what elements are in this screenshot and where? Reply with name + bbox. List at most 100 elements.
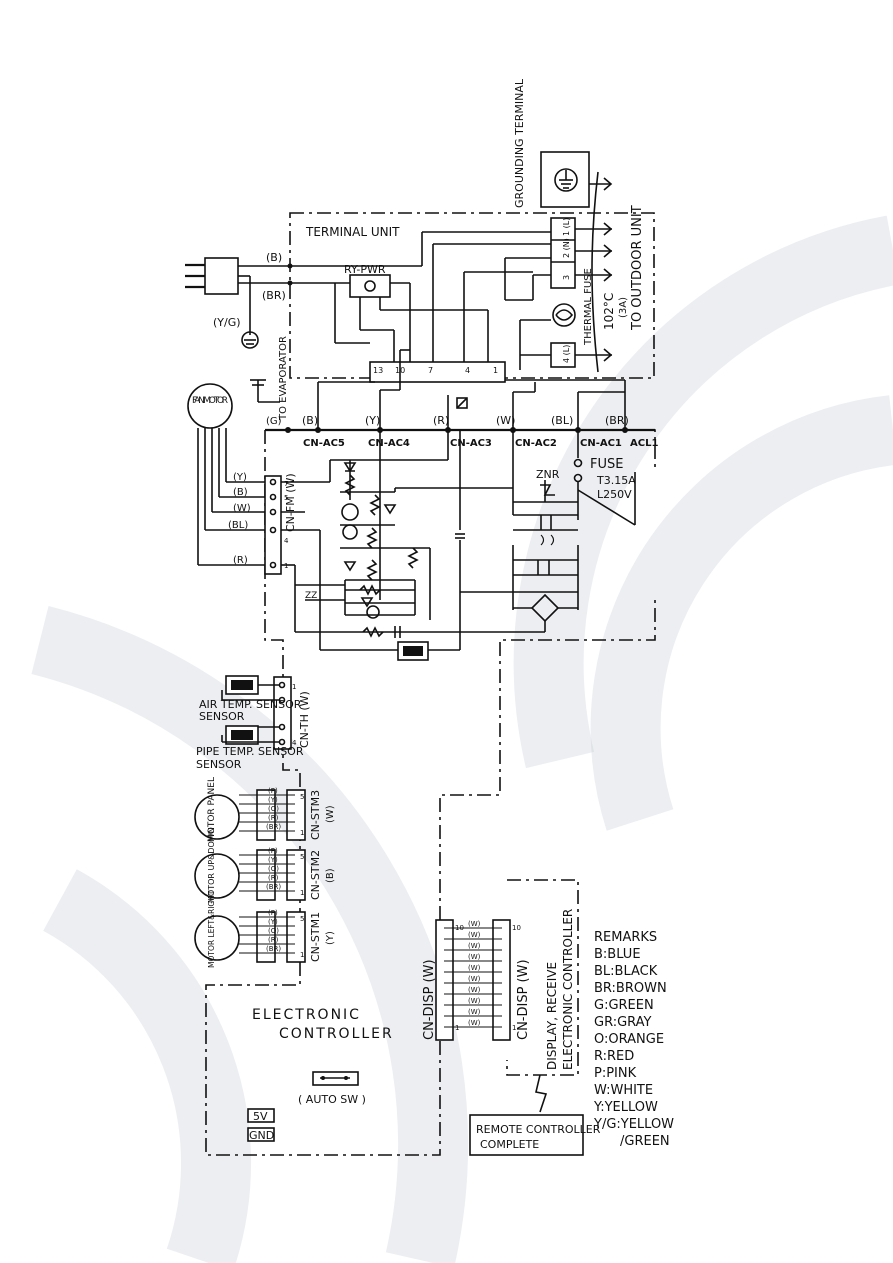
svg-text:(G): (G) [266, 416, 282, 427]
svg-text:5V: 5V [253, 1110, 268, 1123]
svg-text:CN-STM3: CN-STM3 [309, 790, 322, 840]
svg-text:1: 1 [300, 829, 304, 837]
cn-disp-connectors: CN-DISP (W) (W) (W) (W) (W) (W) (W) (W) … [422, 919, 531, 1041]
svg-text:(O): (O) [268, 805, 279, 813]
svg-text:4: 4 [292, 739, 297, 747]
evaporator-ground: TO EVAPORATOR [250, 336, 289, 421]
grounding-label: GROUNDING TERMINAL [513, 78, 526, 208]
svg-text:L250V: L250V [597, 488, 632, 501]
relay-ry-pwr: RY-PWR [290, 231, 551, 370]
svg-text:MOTOR LEFT&RIGHT: MOTOR LEFT&RIGHT [207, 890, 216, 968]
svg-text:(W): (W) [468, 1008, 481, 1016]
svg-text:CN-AC5: CN-AC5 [303, 438, 345, 449]
display-board-frame [506, 879, 579, 1076]
svg-text:SENSOR: SENSOR [199, 710, 245, 723]
svg-text:CN-TH (W): CN-TH (W) [298, 691, 311, 748]
svg-text:4: 4 [465, 366, 470, 375]
svg-text:FUSE: FUSE [590, 457, 623, 472]
svg-text:(O): (O) [268, 927, 279, 935]
svg-text:RY-PWR: RY-PWR [344, 263, 386, 276]
svg-text:TO EVAPORATOR: TO EVAPORATOR [278, 336, 289, 421]
cn-fm-connector: 7 5 4 1 CN-FM (W) [264, 460, 331, 615]
svg-text:W:WHITE: W:WHITE [594, 1083, 653, 1098]
svg-text:4: 4 [284, 537, 289, 545]
svg-text:(B): (B) [233, 487, 248, 498]
svg-text:(Y): (Y) [268, 918, 278, 926]
stepper-motor-updown: MOTOR UP&DOWN (P) (Y) (O) (R) (BR) 5 1 C… [194, 827, 336, 903]
to-outdoor-label: TO OUTDOOR UNIT [630, 205, 645, 331]
svg-text:1: 1 [300, 889, 304, 897]
ac-connector-bus: (G) (B) (Y) (R) (W) (BL) (BR) CN-AC5 CN-… [265, 349, 658, 449]
svg-text:P:PINK: P:PINK [594, 1066, 637, 1081]
svg-text:(W): (W) [468, 942, 481, 950]
svg-text:THERMAL FUSE: THERMAL FUSE [583, 268, 594, 346]
svg-text:CN-DISP (W): CN-DISP (W) [516, 959, 531, 1040]
svg-text:(W): (W) [468, 953, 481, 961]
svg-text:(BR): (BR) [605, 414, 629, 427]
svg-text:(R): (R) [268, 874, 279, 882]
svg-text:(BR): (BR) [266, 823, 281, 831]
svg-text:Y/G:YELLOW: Y/G:YELLOW [593, 1117, 674, 1132]
svg-text:(W): (W) [468, 920, 481, 928]
svg-text:(P): (P) [268, 787, 278, 795]
display-board-label-2: ELECTRONIC CONTROLLER [561, 909, 575, 1070]
display-board-label-1: DISPLAY, RECEIVE [545, 962, 559, 1070]
svg-text:REMARKS: REMARKS [594, 930, 657, 945]
svg-text:B:BLUE: B:BLUE [594, 947, 641, 962]
svg-text:(B): (B) [302, 414, 318, 427]
svg-text:CN-AC3: CN-AC3 [450, 438, 492, 449]
svg-text:1: 1 [512, 1024, 516, 1032]
svg-text:5: 5 [300, 793, 304, 801]
svg-text:FAN MOTOR: FAN MOTOR [192, 396, 228, 406]
svg-text:7: 7 [284, 480, 288, 488]
svg-text:1 (L): 1 (L) [562, 218, 571, 236]
remarks-legend: REMARKS B:BLUE BL:BLACK BR:BROWN G:GREEN… [593, 930, 674, 1149]
svg-text:(B): (B) [266, 251, 282, 264]
thermal-fuse: THERMAL FUSE 102°C (3A) [552, 268, 629, 346]
svg-text:(3A): (3A) [618, 297, 629, 318]
svg-text:102°C: 102°C [602, 293, 616, 330]
svg-text:1: 1 [300, 951, 304, 959]
svg-text:REMOTE CONTROLLER: REMOTE CONTROLLER [476, 1123, 601, 1136]
svg-text:13: 13 [373, 366, 383, 375]
svg-text:(W): (W) [468, 1019, 481, 1027]
svg-text:AIR TEMP. SENSOR: AIR TEMP. SENSOR [199, 698, 302, 711]
svg-text:(B): (B) [325, 868, 336, 883]
control-circuitry: ZZ [294, 430, 546, 661]
svg-text:(R): (R) [268, 936, 279, 944]
svg-text:(Y): (Y) [365, 414, 380, 427]
svg-text:(BR): (BR) [266, 945, 281, 953]
svg-text:1: 1 [292, 683, 296, 691]
svg-text:COMPLETE: COMPLETE [480, 1138, 539, 1151]
svg-text:(P): (P) [268, 909, 278, 917]
svg-text:1: 1 [284, 562, 288, 570]
fan-motor: FAN MOTOR (Y) (B) (W) (BL) (R) [187, 383, 265, 566]
svg-text:(R): (R) [233, 555, 248, 566]
power-plug: (B) (BR) (Y/G) [185, 251, 293, 349]
svg-text:ZNR: ZNR [536, 468, 560, 481]
svg-text:CN-DISP (W): CN-DISP (W) [422, 959, 437, 1040]
svg-text:(R): (R) [268, 814, 279, 822]
svg-text:2 (N): 2 (N) [562, 238, 571, 258]
ground-icon [554, 168, 578, 192]
svg-text:(W): (W) [468, 964, 481, 972]
svg-text:(W): (W) [468, 997, 481, 1005]
svg-text:(BL): (BL) [228, 520, 248, 531]
svg-text:(Y): (Y) [325, 931, 336, 945]
svg-text:MOTOR PANEL: MOTOR PANEL [207, 777, 217, 842]
svg-text:(BR): (BR) [262, 289, 286, 302]
terminal-block: 13 10 7 4 1 [369, 361, 506, 409]
svg-text:(Y): (Y) [233, 472, 247, 483]
svg-text:10: 10 [455, 924, 464, 932]
svg-text:T3.15A: T3.15A [596, 474, 636, 487]
svg-text:ZZ: ZZ [305, 591, 317, 601]
svg-text:(W): (W) [468, 975, 481, 983]
svg-text:Y:YELLOW: Y:YELLOW [593, 1100, 658, 1115]
svg-text:G:GREEN: G:GREEN [594, 998, 654, 1013]
svg-text:GND: GND [249, 1129, 274, 1142]
grounding-terminal: GROUNDING TERMINAL [513, 78, 613, 208]
power-test-points: 5V GND [247, 1108, 275, 1142]
svg-text:GR:GRAY: GR:GRAY [594, 1015, 652, 1030]
svg-text:(W): (W) [233, 503, 251, 514]
